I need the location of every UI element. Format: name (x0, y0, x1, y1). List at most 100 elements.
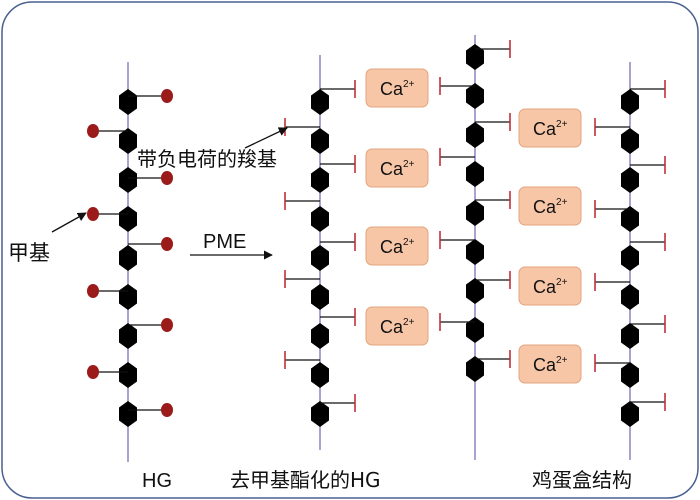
carboxyl-pointer-arrow (244, 127, 288, 149)
calcium-box-icon (518, 344, 582, 384)
calcium-box-icon (365, 226, 429, 266)
calcium-charge: 2+ (556, 355, 568, 366)
sugar-ring-icon (621, 245, 639, 271)
sugar-ring-icon (621, 89, 639, 115)
calcium-ion: Ca2+ (365, 68, 429, 108)
calcium-symbol: Ca (380, 159, 404, 179)
sugar-ring-icon (119, 284, 137, 310)
calcium-ion-label: Ca2+ (533, 119, 568, 139)
sugar-ring-icon (466, 356, 484, 382)
methyl-group-icon (87, 284, 99, 298)
calcium-ion: Ca2+ (518, 344, 582, 384)
methyl-group-icon (161, 318, 173, 332)
methyl-group-icon (87, 207, 99, 221)
egg-box-chain-right (594, 62, 666, 460)
calcium-ion-label: Ca2+ (380, 237, 415, 257)
calcium-ion-label: Ca2+ (533, 197, 568, 217)
methyl-group-icon (161, 237, 173, 251)
sugar-ring-icon (621, 323, 639, 349)
calcium-symbol: Ca (380, 237, 404, 257)
chain-layer (87, 35, 666, 462)
calcium-ion-label: Ca2+ (380, 317, 415, 337)
sugar-ring-icon (311, 323, 329, 349)
calcium-ion: Ca2+ (518, 108, 582, 148)
calcium-ion: Ca2+ (518, 186, 582, 226)
calcium-box-icon (365, 68, 429, 108)
sugar-ring-icon (119, 128, 137, 154)
sugar-ring-icon (311, 89, 329, 115)
methyl-pointer-arrow (51, 212, 87, 233)
sugar-ring-icon (311, 362, 329, 388)
sugar-ring-icon (119, 167, 137, 193)
sugar-ring-icon (621, 401, 639, 427)
demethylated-chain (284, 55, 356, 450)
sugar-ring-icon (311, 128, 329, 154)
sugar-ring-icon (621, 284, 639, 310)
calcium-box-icon (365, 148, 429, 188)
calcium-ion-label: Ca2+ (533, 355, 568, 375)
calcium-charge: 2+ (556, 197, 568, 208)
demethylated-hg-label: 去甲基酯化的HG (230, 468, 381, 492)
methyl-group-icon (161, 171, 173, 185)
calcium-charge: 2+ (556, 119, 568, 130)
sugar-ring-icon (311, 284, 329, 310)
sugar-ring-icon (621, 206, 639, 232)
sugar-ring-icon (119, 206, 137, 232)
calcium-ion: Ca2+ (365, 306, 429, 346)
sugar-ring-icon (466, 161, 484, 187)
sugar-ring-icon (466, 44, 484, 70)
calcium-symbol: Ca (533, 355, 557, 375)
calcium-charge: 2+ (403, 237, 415, 248)
sugar-ring-icon (119, 89, 137, 115)
calcium-box-icon (518, 186, 582, 226)
calcium-symbol: Ca (533, 277, 557, 297)
sugar-ring-icon (311, 401, 329, 427)
calcium-layer: Ca2+Ca2+Ca2+Ca2+Ca2+Ca2+Ca2+Ca2+ (365, 68, 582, 384)
pme-label: PME (203, 231, 246, 253)
sugar-ring-icon (466, 200, 484, 226)
egg-box-label: 鸡蛋盒结构 (532, 468, 632, 492)
calcium-symbol: Ca (533, 197, 557, 217)
carboxyl-label: 带负电荷的羧基 (137, 147, 277, 171)
methyl-group-icon (161, 89, 173, 103)
egg-box-chain-left (439, 35, 511, 460)
calcium-box-icon (518, 108, 582, 148)
sugar-ring-icon (466, 278, 484, 304)
methyl-group-icon (87, 365, 99, 379)
sugar-ring-icon (621, 167, 639, 193)
calcium-box-icon (365, 306, 429, 346)
sugar-ring-icon (621, 362, 639, 388)
sugar-ring-icon (311, 167, 329, 193)
methyl-label: 甲基 (8, 241, 50, 265)
calcium-ion-label: Ca2+ (380, 79, 415, 99)
sugar-ring-icon (621, 128, 639, 154)
sugar-ring-icon (119, 401, 137, 427)
calcium-symbol: Ca (380, 79, 404, 99)
sugar-ring-icon (466, 122, 484, 148)
calcium-charge: 2+ (556, 277, 568, 288)
hg-label: HG (142, 470, 172, 492)
sugar-ring-icon (466, 317, 484, 343)
sugar-ring-icon (311, 206, 329, 232)
methyl-group-icon (161, 403, 173, 417)
calcium-ion-label: Ca2+ (380, 159, 415, 179)
calcium-ion: Ca2+ (365, 148, 429, 188)
methyl-group-icon (87, 124, 99, 138)
sugar-ring-icon (119, 245, 137, 271)
calcium-symbol: Ca (380, 317, 404, 337)
sugar-ring-icon (466, 83, 484, 109)
calcium-ion-label: Ca2+ (533, 277, 568, 297)
calcium-charge: 2+ (403, 79, 415, 90)
calcium-box-icon (518, 266, 582, 306)
hg-chain (87, 62, 173, 462)
sugar-ring-icon (311, 245, 329, 271)
sugar-ring-icon (466, 239, 484, 265)
calcium-symbol: Ca (533, 119, 557, 139)
calcium-charge: 2+ (403, 159, 415, 170)
sugar-ring-icon (119, 323, 137, 349)
calcium-ion: Ca2+ (518, 266, 582, 306)
calcium-ion: Ca2+ (365, 226, 429, 266)
